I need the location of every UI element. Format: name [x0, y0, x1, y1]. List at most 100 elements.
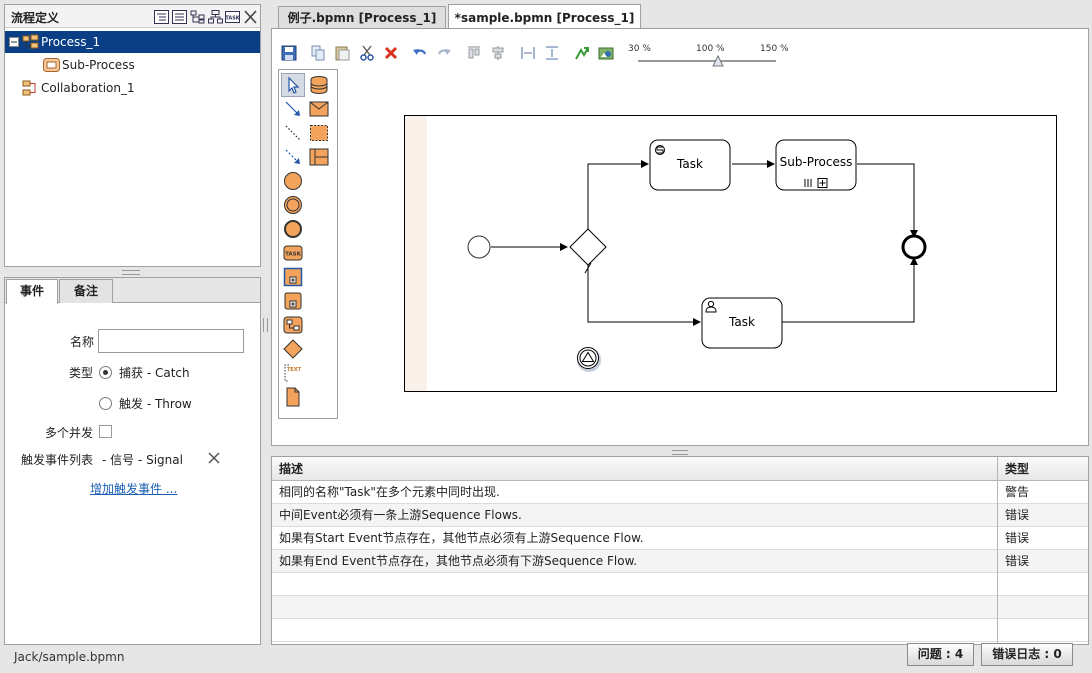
collapse-tree-icon[interactable]	[172, 10, 187, 24]
flow-gateway-to-user-task[interactable]	[587, 265, 701, 326]
expand-tree-icon[interactable]	[154, 10, 169, 24]
tree-item-process[interactable]: Process_1	[5, 31, 260, 53]
service-task[interactable]	[649, 139, 731, 191]
sub-process-tool-icon[interactable]	[283, 267, 303, 287]
undo-icon[interactable]	[412, 45, 428, 61]
tab-notes[interactable]: 备注	[59, 279, 113, 303]
end-event-tool-icon[interactable]	[283, 219, 303, 239]
zoom-slider-track[interactable]	[638, 60, 776, 62]
table-row[interactable]: 如果有End Event节点存在，其他节点必须有下游Sequence Flow.…	[272, 550, 1088, 573]
trigger-item: - 信号 - Signal	[102, 453, 183, 467]
type-label: 类型	[69, 366, 94, 380]
group-tool-icon[interactable]	[309, 123, 329, 143]
tree-item-collaboration[interactable]: Collaboration_1	[5, 77, 260, 99]
expand-marker-icon[interactable]	[817, 178, 828, 188]
trigger-list-label: 触发事件列表	[21, 453, 94, 467]
tree-item-label: Sub-Process	[62, 58, 135, 72]
tree-item-sub-process[interactable]: Sub-Process	[5, 54, 260, 76]
lane-tool-icon[interactable]	[309, 147, 329, 167]
distribute-vertical-icon[interactable]	[544, 45, 560, 61]
sub-process-label: Sub-Process	[780, 155, 853, 169]
table-header: 描述 类型	[272, 457, 1088, 481]
message-tool-icon[interactable]	[309, 99, 329, 119]
task-tool-icon[interactable]: TASK	[283, 243, 303, 263]
pointer-tool-icon[interactable]	[283, 75, 303, 95]
horizontal-splitter[interactable]	[122, 270, 140, 275]
align-top-icon[interactable]	[466, 45, 482, 61]
table-row[interactable]: 相同的名称"Task"在多个元素中同时出现. 警告	[272, 481, 1088, 504]
collapsed-sub-process-tool-icon[interactable]	[283, 291, 303, 311]
column-separator[interactable]	[997, 457, 998, 644]
align-middle-icon[interactable]	[490, 45, 506, 61]
zoom-mid-label: 100 %	[696, 44, 725, 54]
hierarchy-icon[interactable]	[190, 10, 205, 24]
end-event[interactable]	[901, 234, 927, 260]
text-annotation-tool-icon[interactable]: TEXT	[283, 363, 303, 383]
tab-event[interactable]: 事件	[6, 279, 58, 304]
catch-radio[interactable]	[99, 366, 112, 379]
flow-gateway-to-task[interactable]	[587, 160, 649, 229]
close-icon[interactable]	[243, 10, 258, 24]
distribute-horizontal-icon[interactable]	[520, 45, 536, 61]
table-row[interactable]: 如果有Start Event节点存在，其他节点必须有上游Sequence Flo…	[272, 527, 1088, 550]
row-type: 错误	[1005, 508, 1030, 522]
multi-instance-marker	[804, 179, 812, 187]
editor-splitter[interactable]	[672, 450, 688, 455]
diagram-editor: 30 % 100 % 150 %	[271, 28, 1089, 446]
export-icon[interactable]	[574, 45, 590, 61]
tab-sample-bpmn[interactable]: *sample.bpmn [Process_1]	[448, 4, 641, 30]
cut-icon[interactable]	[359, 45, 375, 61]
sequence-flow-tool-icon[interactable]	[283, 99, 303, 119]
name-input[interactable]	[98, 329, 244, 353]
tree-item-label: Collaboration_1	[41, 81, 135, 95]
tab-example-bpmn[interactable]: 例子.bpmn [Process_1]	[278, 6, 446, 30]
intermediate-event-tool-icon[interactable]	[283, 195, 303, 215]
data-object-tool-icon[interactable]	[283, 387, 303, 407]
flow-user-task-to-end[interactable]	[782, 257, 918, 323]
association-tool-icon[interactable]	[283, 123, 303, 143]
zoom-slider-thumb[interactable]	[712, 55, 724, 67]
table-row[interactable]: 中间Event必须有一条上游Sequence Flows. 错误	[272, 504, 1088, 527]
exclusive-gateway[interactable]	[569, 228, 607, 266]
start-event[interactable]	[467, 235, 491, 259]
gateway-tool-icon[interactable]	[283, 339, 303, 359]
process-tree-panel: 流程定义 TASK Process_1 Su	[4, 4, 261, 267]
throw-label: 触发 - Throw	[119, 397, 192, 411]
paste-icon[interactable]	[334, 45, 350, 61]
vertical-splitter[interactable]	[263, 318, 268, 332]
diagram-canvas[interactable]: Task Sub-Process Task	[404, 115, 1057, 392]
collaboration-icon	[22, 80, 36, 96]
row-description: 相同的名称"Task"在多个元素中同时出现.	[279, 485, 500, 499]
parallel-checkbox[interactable]	[99, 425, 112, 438]
throw-radio[interactable]	[99, 397, 112, 410]
empty-row	[272, 573, 1088, 596]
start-event-tool-icon[interactable]	[283, 171, 303, 191]
error-log-button[interactable]: 错误日志 : 0	[981, 643, 1073, 666]
add-trigger-link[interactable]: 增加触发事件 ...	[90, 482, 178, 496]
user-task-icon	[705, 300, 717, 313]
user-task[interactable]	[701, 297, 783, 349]
message-flow-tool-icon[interactable]	[283, 147, 303, 167]
sub-process[interactable]	[775, 139, 857, 191]
flow-subprocess-to-end[interactable]	[857, 163, 918, 238]
parallel-label: 多个并发	[45, 426, 94, 440]
save-icon[interactable]	[281, 45, 297, 61]
column-type[interactable]: 类型	[1005, 462, 1030, 476]
task-label: Task	[676, 157, 703, 171]
properties-panel: 事件 备注 名称 类型 捕获 - Catch 触发 - Throw 多个并发 触…	[4, 277, 261, 645]
user-task-label: Task	[728, 315, 755, 329]
copy-icon[interactable]	[310, 45, 326, 61]
image-export-icon[interactable]	[598, 45, 614, 61]
row-type: 错误	[1005, 531, 1030, 545]
redo-icon[interactable]	[436, 45, 452, 61]
remove-trigger-icon[interactable]	[207, 451, 221, 465]
collapse-toggle-icon[interactable]	[9, 37, 19, 47]
call-activity-tool-icon[interactable]	[283, 315, 303, 335]
data-store-tool-icon[interactable]	[309, 75, 329, 95]
task-filter-icon[interactable]: TASK	[225, 10, 240, 24]
problems-count-button[interactable]: 问题 : 4	[907, 643, 974, 666]
signal-intermediate-event[interactable]	[577, 347, 601, 373]
column-description[interactable]: 描述	[279, 462, 304, 476]
org-chart-icon[interactable]	[208, 10, 223, 24]
delete-icon[interactable]	[383, 45, 399, 61]
